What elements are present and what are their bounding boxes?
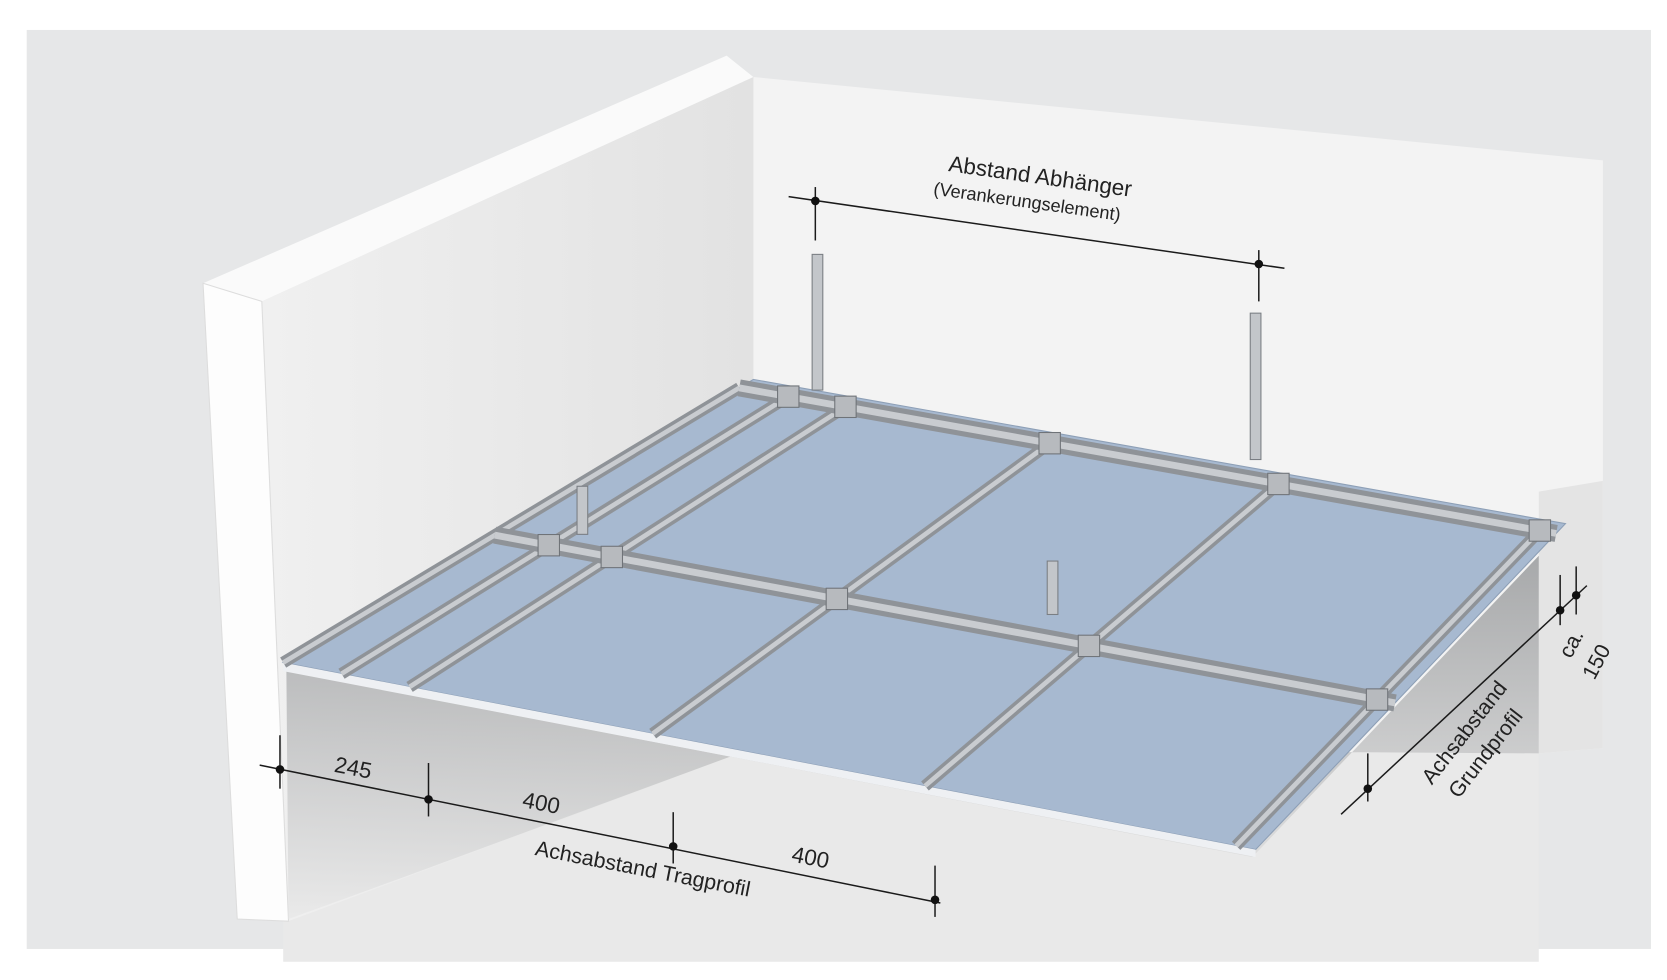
hangers — [576, 253, 1262, 616]
support-profile — [1234, 528, 1542, 848]
ceiling-board-edge — [283, 662, 1256, 858]
base-profile — [738, 384, 1557, 537]
left-wall-front-face — [202, 282, 290, 922]
support-profile — [651, 441, 1052, 736]
hanger — [1249, 312, 1262, 461]
hanger — [1046, 560, 1059, 616]
cross-connector — [1267, 472, 1290, 496]
support-profile — [340, 394, 790, 676]
hanger — [576, 485, 589, 535]
cross-connector — [825, 587, 849, 611]
cross-connector — [777, 385, 800, 408]
cross-connector — [834, 395, 857, 419]
cross-connector — [1365, 688, 1389, 711]
left-wall-top — [203, 55, 754, 302]
cross-connector — [1038, 431, 1061, 455]
cross-connector — [600, 545, 624, 569]
cross-connector — [537, 533, 560, 557]
cross-connector — [1077, 634, 1101, 658]
profile-grid — [280, 379, 1558, 850]
back-wall-end — [1538, 480, 1603, 754]
hanger — [811, 253, 824, 391]
support-profile — [408, 404, 847, 689]
support-profile — [281, 385, 741, 665]
base-profile — [494, 531, 1396, 707]
cross-connector — [1528, 519, 1552, 542]
support-profile — [923, 482, 1280, 788]
